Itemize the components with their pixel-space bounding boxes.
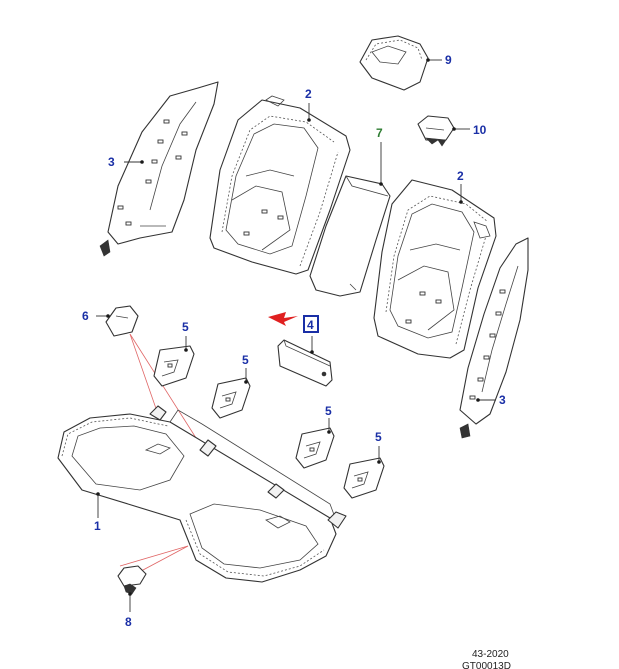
part-4-panel[interactable] — [277, 339, 333, 387]
part-5-bracket-2[interactable] — [211, 377, 251, 419]
callout-4[interactable]: 4 — [307, 318, 314, 332]
date-code: 43-2020 — [472, 649, 509, 660]
callout-3-right[interactable]: 3 — [499, 393, 506, 407]
part-3-right-side-trim[interactable] — [459, 237, 529, 439]
callout-5-c[interactable]: 5 — [325, 404, 332, 418]
callout-5-d[interactable]: 5 — [375, 430, 382, 444]
part-3-left-side-trim[interactable] — [99, 81, 219, 257]
callout-8[interactable]: 8 — [125, 615, 132, 629]
part-2-right-seatback-cover[interactable] — [373, 179, 497, 359]
callout-2-right[interactable]: 2 — [457, 169, 464, 183]
part-1-seat-cushion-cover[interactable] — [57, 405, 347, 583]
callout-9[interactable]: 9 — [445, 53, 452, 67]
leader-red-8a — [119, 545, 189, 567]
part-5-bracket-3[interactable] — [295, 427, 335, 469]
part-10-bracket[interactable] — [417, 115, 455, 147]
selected-box — [303, 315, 319, 333]
part-5-bracket-4[interactable] — [343, 457, 385, 499]
leader-red-6a — [129, 333, 161, 421]
callout-2-left[interactable]: 2 — [305, 87, 312, 101]
callout-7[interactable]: 7 — [376, 126, 383, 140]
drawing-code: GT00013D — [462, 661, 511, 669]
callout-3-left[interactable]: 3 — [108, 155, 115, 169]
callout-5-a[interactable]: 5 — [182, 320, 189, 334]
pointer-arrow — [268, 312, 298, 326]
part-8-fastener[interactable] — [117, 565, 147, 595]
callout-10[interactable]: 10 — [473, 123, 487, 137]
callout-6[interactable]: 6 — [82, 309, 89, 323]
callout-5-b[interactable]: 5 — [242, 353, 249, 367]
part-9-headrest-cover[interactable] — [359, 35, 429, 91]
part-7-center-armrest[interactable] — [309, 175, 391, 297]
callout-1[interactable]: 1 — [94, 519, 101, 533]
part-2-left-seatback-cover[interactable] — [209, 95, 351, 275]
part-6-clip[interactable] — [105, 305, 139, 337]
part-5-bracket-1[interactable] — [153, 345, 195, 387]
